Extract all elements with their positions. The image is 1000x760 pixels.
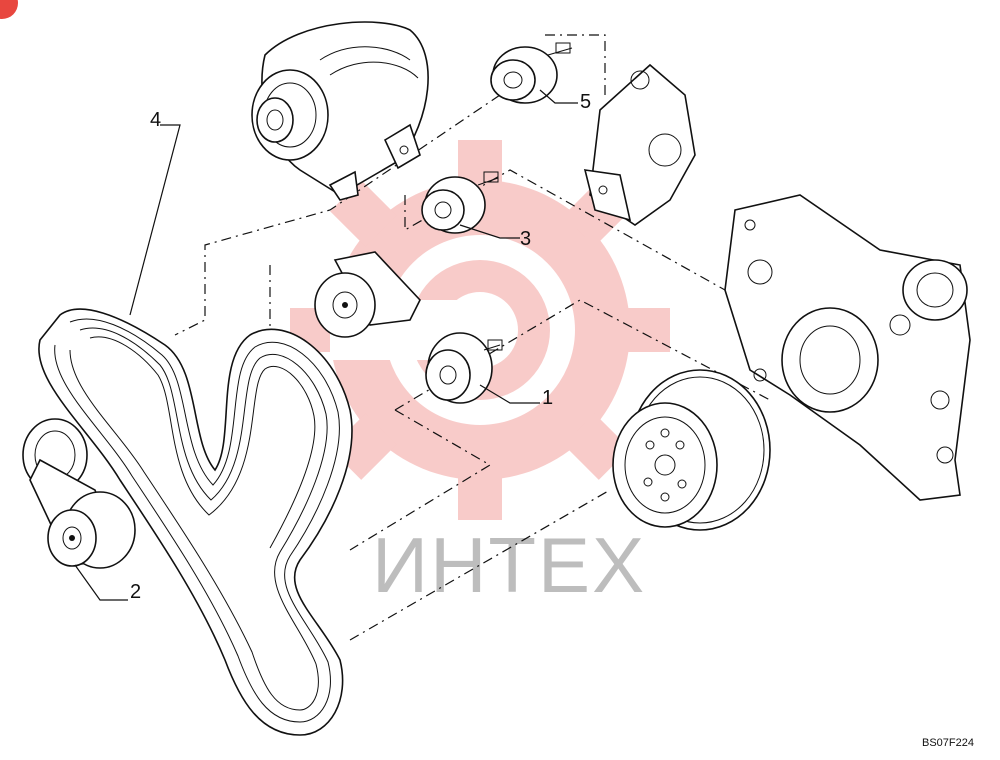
timing-cover-part	[724, 194, 971, 501]
callout-3: 3	[520, 228, 531, 250]
callout-5: 5	[580, 91, 591, 113]
belt-tensioner-part	[22, 418, 136, 569]
tensioner-bracket-part	[314, 251, 421, 338]
idler-pulley-part-1	[425, 332, 503, 404]
mounting-bracket-part	[583, 63, 696, 226]
callout-4: 4	[150, 109, 161, 131]
alternator-part	[251, 21, 429, 201]
corner-badge-icon	[0, 0, 18, 19]
crankshaft-pulley-part	[612, 369, 771, 531]
idler-pulley-part-5	[490, 42, 573, 104]
drive-belt	[38, 308, 353, 736]
idler-pulley-part-3	[421, 171, 499, 234]
leader-lines	[74, 89, 578, 601]
watermark-text: ИНТЕХ	[372, 521, 646, 609]
callout-1: 1	[542, 387, 553, 409]
figure-code: BS07F224	[922, 737, 974, 749]
callout-2: 2	[130, 581, 141, 603]
